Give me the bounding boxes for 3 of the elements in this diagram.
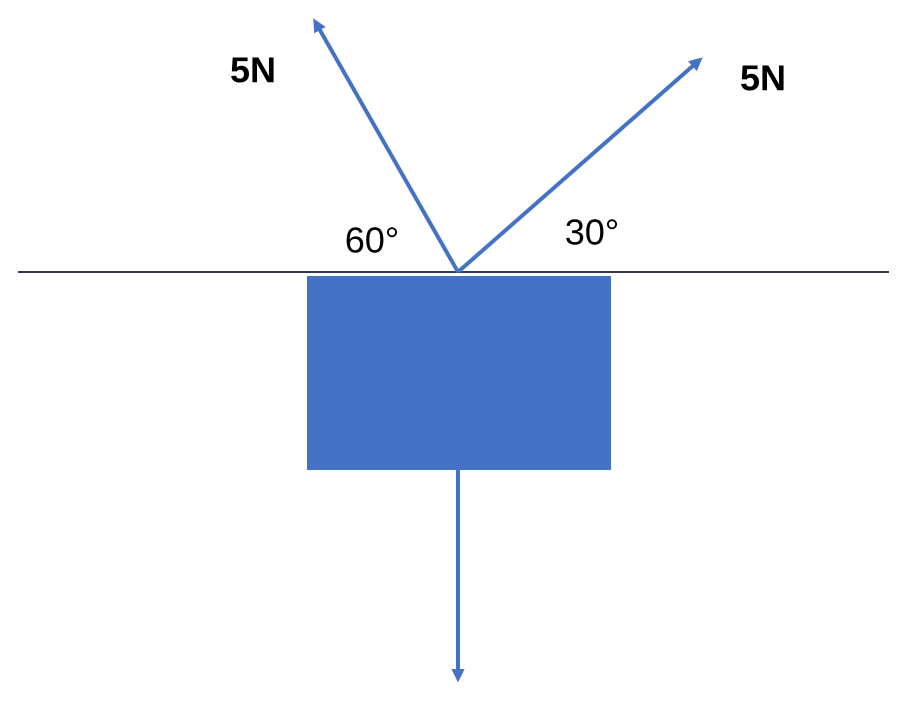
force-label: 5N — [231, 57, 274, 83]
force-label: 5N — [741, 65, 784, 91]
block — [307, 276, 611, 470]
